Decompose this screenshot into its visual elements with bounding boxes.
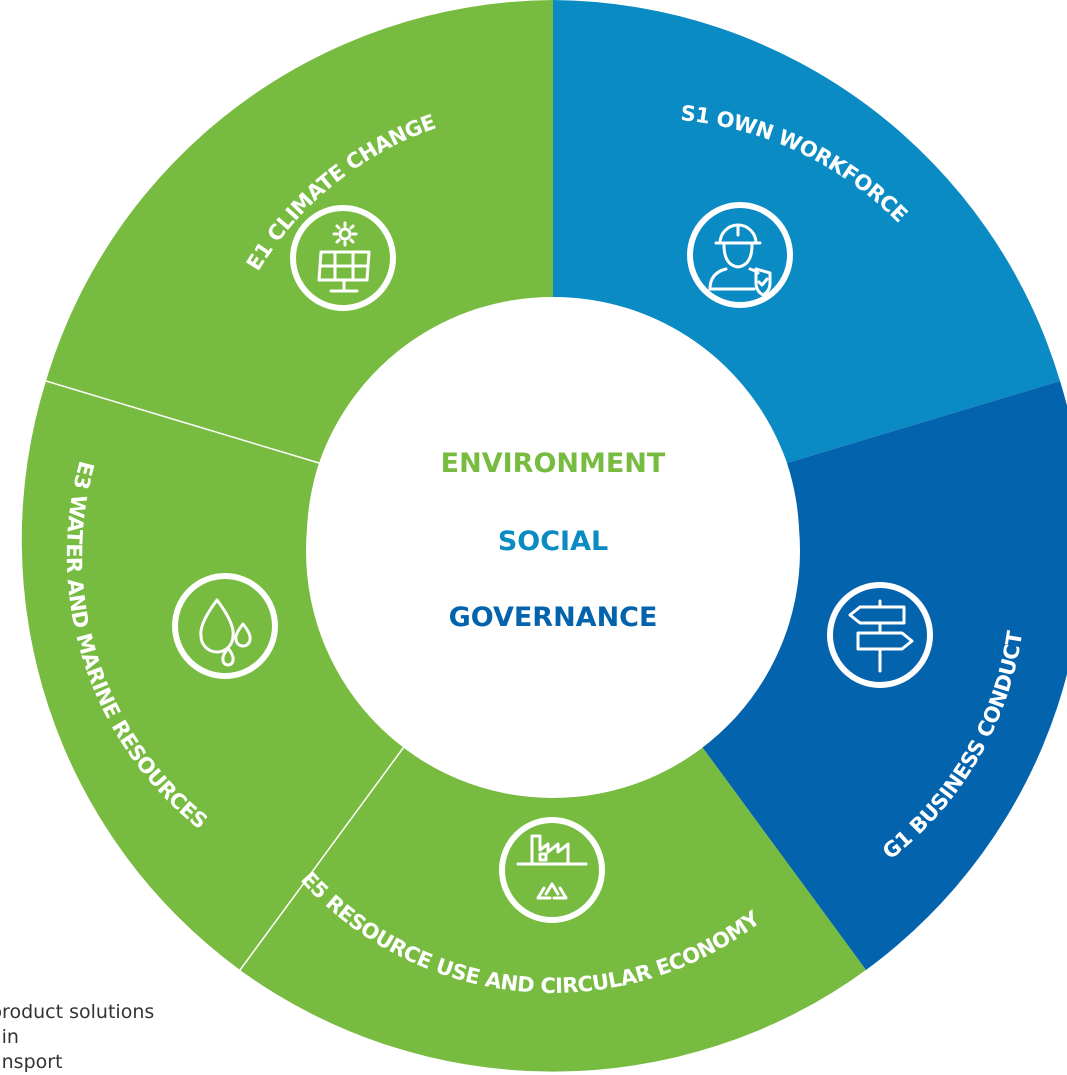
divider-e3-e5: [239, 739, 410, 971]
segment-e5-resource-use[interactable]: [240, 740, 866, 1072]
signpost-icon: [827, 582, 933, 688]
center-circle: [306, 304, 800, 798]
center-governance: GOVERNANCE: [449, 602, 658, 633]
solar-panel-icon: [290, 205, 396, 311]
center-social: SOCIAL: [498, 526, 608, 557]
divider-e1-e3: [45, 380, 320, 464]
side-text-line-1: product solutions: [0, 1001, 155, 1023]
side-text-line-2: ain: [0, 1026, 19, 1048]
side-text-line-3: ansport: [0, 1051, 63, 1073]
segment-g1-business-conduct[interactable]: [697, 381, 1067, 970]
worker-shield-icon: [687, 202, 793, 308]
factory-recycle-icon: [499, 817, 605, 923]
side-text-fragment: product solutions ain ansport: [0, 1000, 260, 1075]
water-drops-icon: [172, 573, 278, 679]
center-environment: ENVIRONMENT: [441, 448, 666, 479]
segment-s1-own-workforce[interactable]: [553, 0, 1060, 463]
